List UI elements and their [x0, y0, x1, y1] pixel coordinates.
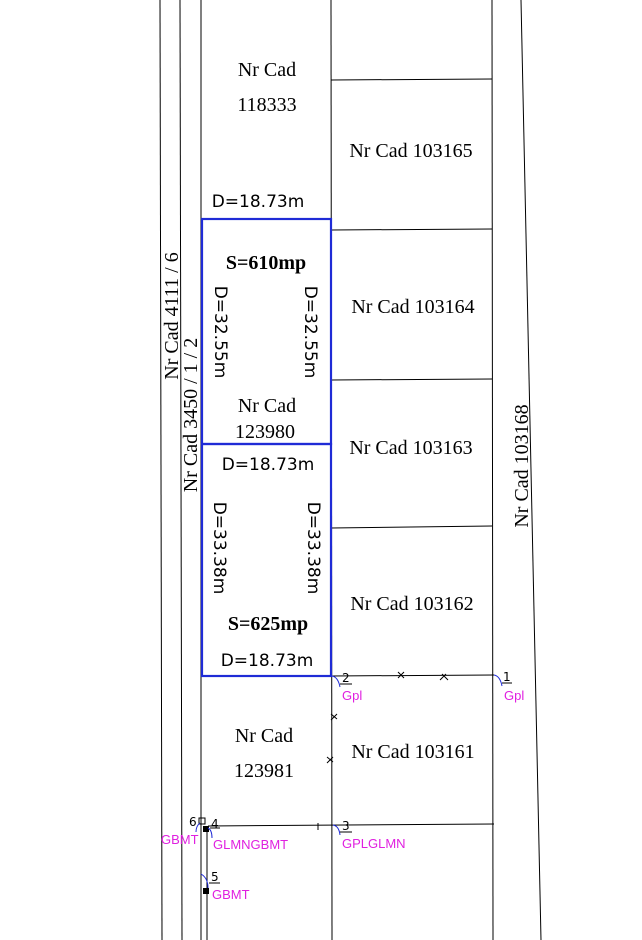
- subject-parcels: [200, 217, 333, 678]
- point-2-number: 2: [342, 671, 350, 685]
- area-label-upper: S=610mp: [226, 252, 306, 274]
- division-103161-bottom: [207, 823, 495, 827]
- point-1-code: Gpl: [504, 688, 524, 703]
- label-nr-cad-103164: Nr Cad 103164: [351, 296, 474, 318]
- road-line-inner-left: [179, 0, 183, 940]
- label-nr-cad-123980-line1: Nr Cad: [238, 395, 296, 417]
- point-3-leader: [332, 824, 341, 836]
- road-line-right: [520, 0, 542, 940]
- boundary-mark: [397, 671, 405, 679]
- parcel-lower-outline: [200, 442, 333, 678]
- division-103161-top: [330, 674, 495, 677]
- boundary-mark: [439, 673, 449, 681]
- survey-points: 1 Gpl 2 Gpl 3 GPLGLMN 4 GLMNGBMT 5 GBMT …: [161, 670, 524, 902]
- label-nr-cad-103165: Nr Cad 103165: [349, 140, 472, 162]
- point-5-code: GBMT: [212, 887, 250, 902]
- point-6-leader: [195, 822, 201, 833]
- dimension-bottom: D=18.73m: [221, 651, 314, 671]
- point-4-marker: [203, 826, 209, 832]
- division-103165-top: [330, 78, 493, 81]
- point-5-marker: [203, 888, 209, 894]
- point-4-leader: [207, 827, 213, 839]
- label-nr-cad-3450-1-2: Nr Cad 3450 / 1 / 2: [180, 338, 202, 492]
- area-label-lower: S=625mp: [228, 613, 308, 635]
- parcel-divisions: [207, 78, 495, 827]
- point-5-leader: [200, 873, 209, 889]
- dimension-top-upper: D=18.73m: [212, 192, 305, 212]
- label-nr-cad-103163: Nr Cad 103163: [349, 437, 472, 459]
- label-nr-cad-103162: Nr Cad 103162: [350, 593, 473, 615]
- point-1-number: 1: [503, 670, 511, 684]
- division-103163-top: [330, 378, 493, 381]
- point-4-code: GLMNGBMT: [213, 837, 288, 852]
- point-6-code: GBMT: [161, 832, 199, 847]
- point-6-number: 6: [189, 815, 197, 829]
- dimension-middle: D=18.73m: [222, 455, 315, 475]
- point-3-code: GPLGLMN: [342, 836, 406, 851]
- boundary-mark: [326, 756, 334, 764]
- boundary-marks: [317, 671, 449, 830]
- dimension-lower-right: D=33.38m: [303, 502, 323, 595]
- point-5-number: 5: [211, 870, 219, 884]
- label-nr-cad-123980-line2: 123980: [235, 421, 295, 443]
- label-nr-cad-103161: Nr Cad 103161: [351, 741, 474, 763]
- division-103164-top: [330, 228, 493, 231]
- label-nr-cad-103168: Nr Cad 103168: [511, 404, 533, 527]
- point-1-leader: [493, 674, 503, 687]
- label-nr-cad-118333-line2: 118333: [237, 94, 296, 116]
- label-nr-cad-118333-line1: Nr Cad: [238, 59, 296, 81]
- division-103162-top: [330, 525, 493, 529]
- dimension-upper-left: D=32.55m: [210, 286, 230, 379]
- boundary-mark: [330, 713, 338, 721]
- label-nr-cad-123981-line2: 123981: [234, 760, 294, 782]
- point-6-marker: [198, 817, 206, 825]
- point-2-leader: [331, 675, 341, 688]
- point-3-number: 3: [342, 819, 350, 833]
- label-nr-cad-4111-6: Nr Cad 4111 / 6: [161, 252, 183, 379]
- dimension-lower-left: D=33.38m: [209, 502, 229, 595]
- point-2-code: Gpl: [342, 688, 362, 703]
- dimension-upper-right: D=32.55m: [300, 286, 320, 379]
- label-nr-cad-123981-line1: Nr Cad: [235, 725, 293, 747]
- road-line-outer-left: [159, 0, 163, 940]
- parcel-column-right-line: [491, 0, 494, 940]
- point-4-number: 4: [211, 817, 219, 831]
